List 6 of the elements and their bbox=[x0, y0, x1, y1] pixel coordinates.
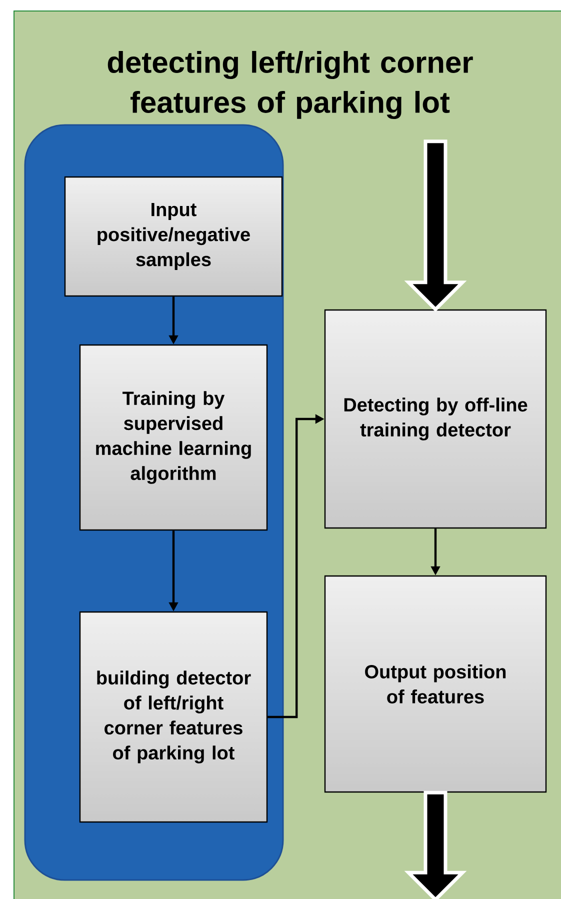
process-box: building detector of left/right corner features of parking lot bbox=[79, 611, 268, 823]
process-box: Detecting by off-line training detector bbox=[324, 309, 547, 529]
process-box: Output position of features bbox=[324, 575, 547, 793]
process-box: Training by supervised machine learning algorithm bbox=[79, 344, 268, 531]
title: detecting left/right corner features of parking lot bbox=[108, 50, 473, 120]
process-box: Input positive/negative samples bbox=[64, 176, 283, 297]
